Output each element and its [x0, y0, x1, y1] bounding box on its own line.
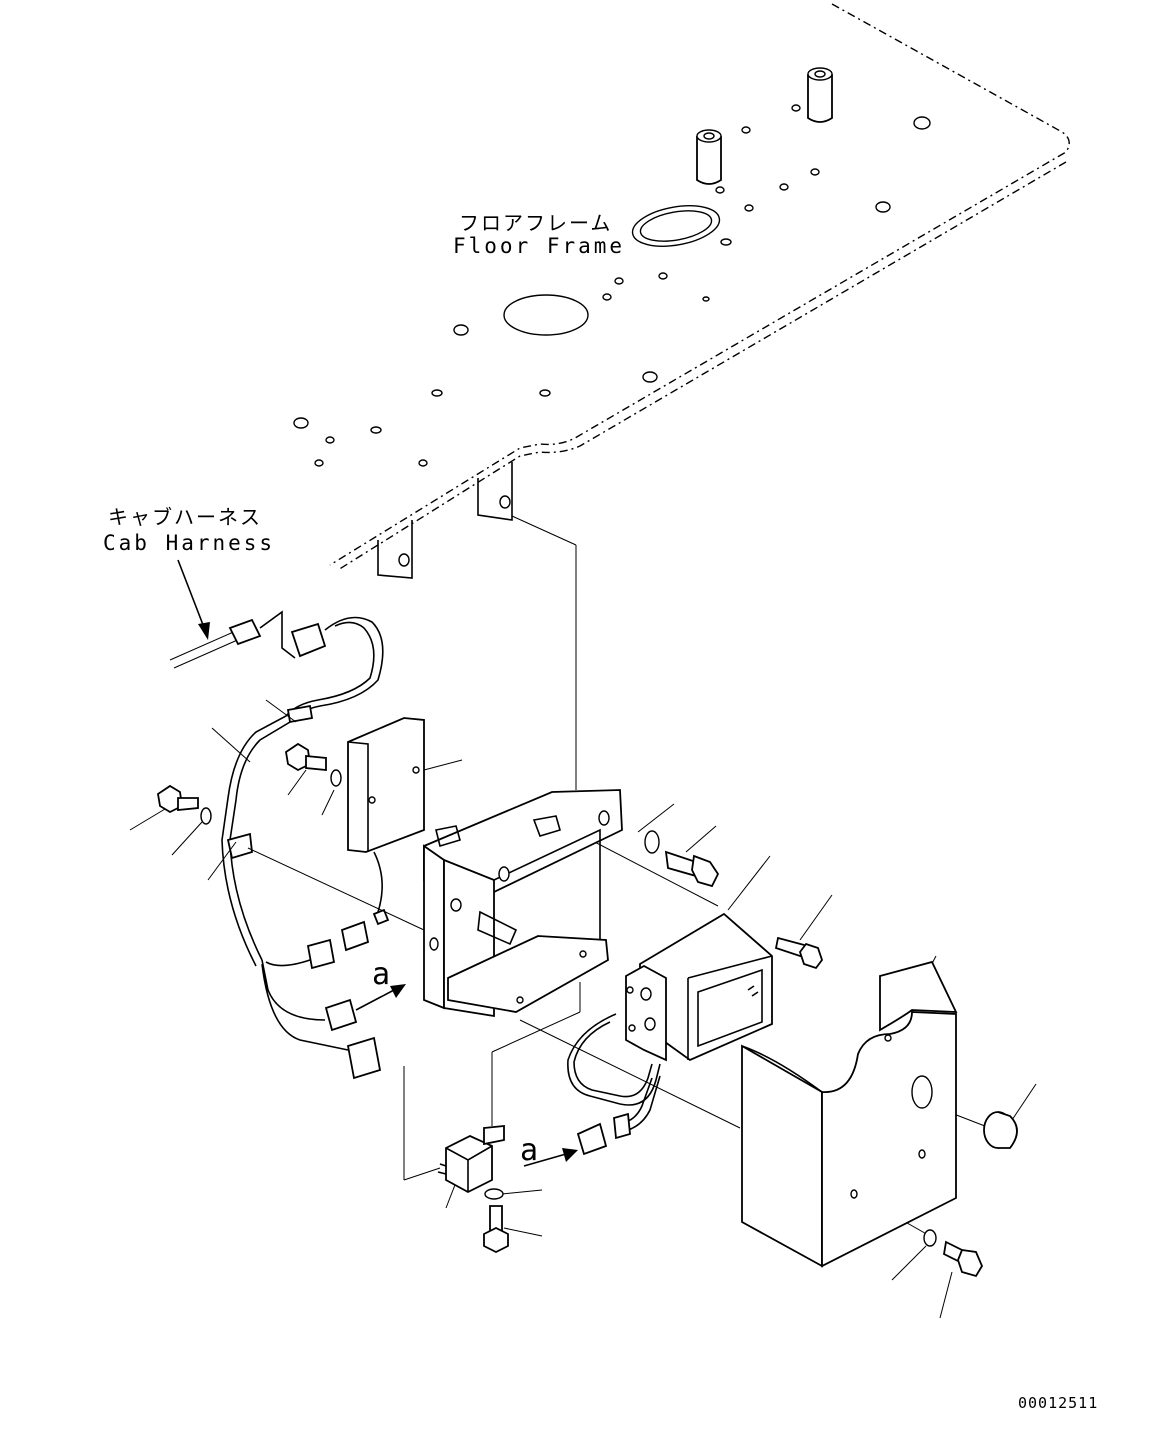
- cover: [741, 960, 958, 1268]
- clamp-2: [226, 832, 253, 860]
- bolt-left-1: [157, 784, 199, 814]
- floor-frame-plate: [293, 3, 1070, 579]
- washer-right-1: [644, 830, 660, 854]
- bolt-cover: [943, 1240, 984, 1278]
- clamp-1: [286, 704, 314, 724]
- harness-connector-2: [306, 938, 336, 970]
- harness-connector-5: [340, 920, 370, 952]
- bolt-bottom: [483, 1205, 509, 1254]
- cap: [983, 1111, 1018, 1149]
- view-a-arrow-2: [523, 1148, 578, 1167]
- bolt-right-1: [664, 850, 720, 888]
- cab-harness-label-jp: キャブハーネス: [108, 505, 262, 529]
- bolt-left-2: [285, 742, 327, 772]
- frame-holes: [293, 104, 931, 467]
- controller-connector: [576, 1122, 608, 1156]
- relay-board: [347, 717, 425, 853]
- cab-harness-label-en: Cab Harness: [103, 531, 275, 555]
- washer-bottom: [484, 1188, 504, 1200]
- washer-cover: [923, 1229, 937, 1247]
- bolt-right-2: [774, 936, 824, 970]
- cab-harness: [169, 610, 390, 1080]
- cab-harness-pointer-arrow: [177, 559, 210, 640]
- harness-connector-3: [324, 998, 358, 1032]
- figure-number: 00012511: [1018, 1394, 1098, 1412]
- washer-left-2: [330, 769, 342, 787]
- view-a-label-1: a: [372, 957, 390, 992]
- mounting-bracket: [423, 789, 623, 1018]
- harness-connector-4: [346, 1036, 382, 1080]
- controller-cable: [567, 1013, 661, 1156]
- washer-left-1: [200, 807, 212, 825]
- view-a-arrow-1: [355, 984, 406, 1011]
- floor-frame-label-en: Floor Frame: [453, 234, 625, 258]
- floor-frame-label-jp: フロアフレーム: [459, 211, 612, 235]
- relay: [437, 1125, 505, 1194]
- controller-unit: [625, 912, 773, 1062]
- harness-connector-1: [290, 622, 327, 658]
- view-a-label-2: a: [520, 1133, 538, 1168]
